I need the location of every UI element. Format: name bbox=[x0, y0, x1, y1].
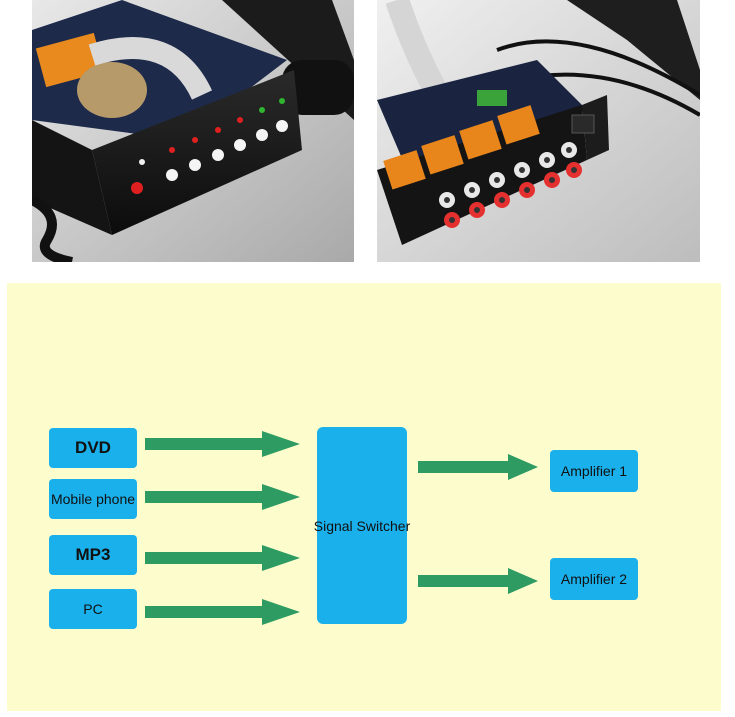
signal-switcher-box: Signal Switcher bbox=[314, 427, 410, 624]
source-dvd-box: DVD bbox=[49, 428, 137, 468]
source-mp3-box: MP3 bbox=[49, 535, 137, 575]
source-pc-box: PC bbox=[49, 589, 137, 629]
amplifier-1-box: Amplifier 1 bbox=[550, 450, 638, 492]
amplifier-2-box: Amplifier 2 bbox=[550, 558, 638, 600]
product-photo-rear bbox=[377, 0, 700, 262]
source-mobile-phone-box: Mobile phone bbox=[49, 479, 137, 519]
product-photo-front bbox=[32, 0, 354, 262]
